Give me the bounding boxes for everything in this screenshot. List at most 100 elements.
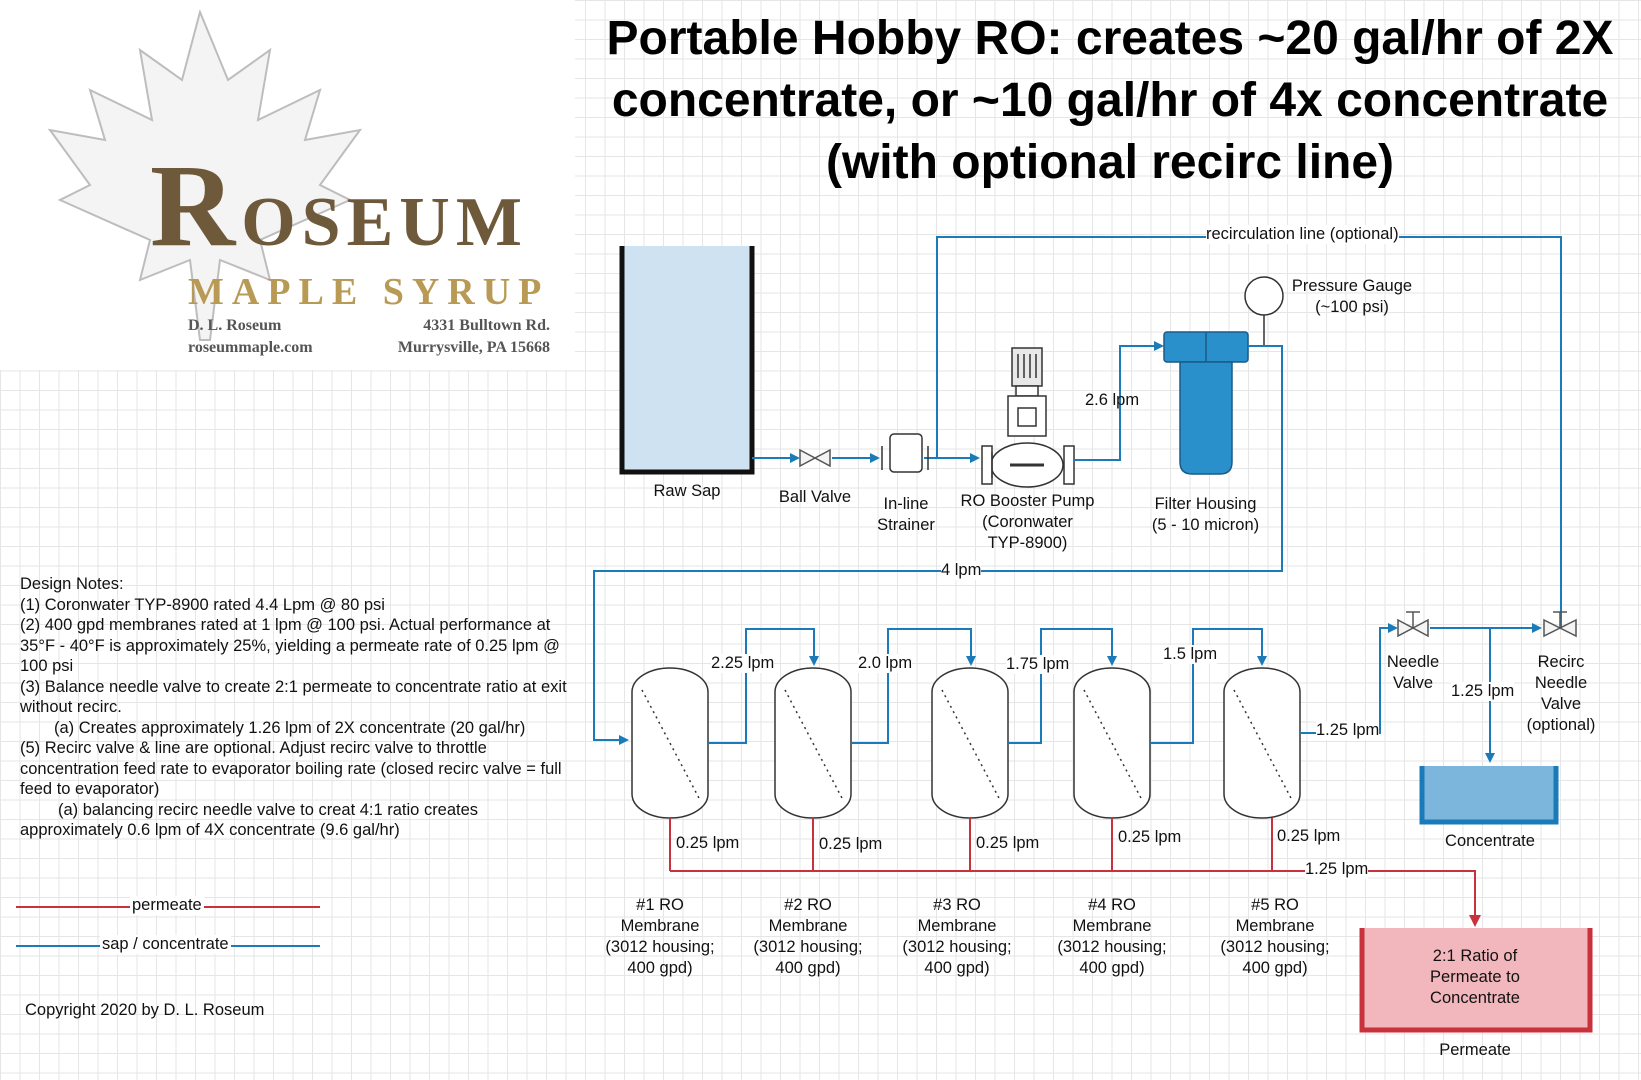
- membrane-5-housing: (3012 housing;: [1220, 938, 1330, 956]
- recirc-line-label: recirculation line (optional): [1206, 225, 1399, 244]
- membrane-2-icon: [774, 667, 852, 819]
- membrane-4-housing: (3012 housing;: [1057, 938, 1167, 956]
- membrane-3-icon: [931, 667, 1009, 819]
- legend-permeate: permeate: [130, 896, 204, 915]
- note-3: (3) Balance needle valve to create 2:1 p…: [20, 677, 567, 717]
- pressure-gauge-icon: [1244, 276, 1284, 347]
- permeate-label: Permeate: [1439, 1041, 1511, 1059]
- membrane-4-label: #4 RO Membrane (3012 housing; 400 gpd): [1052, 895, 1172, 979]
- note-3a: (a) Creates approximately 1.26 lpm of 2X…: [54, 718, 526, 737]
- feed-flow-label: 4 lpm: [941, 561, 982, 580]
- logo-website: roseummaple.com: [188, 339, 313, 356]
- membrane-4-type: Membrane: [1072, 917, 1152, 935]
- permeate-lines: [669, 818, 1481, 927]
- membrane-3-label: #3 RO Membrane (3012 housing; 400 gpd): [897, 895, 1017, 979]
- membrane-1-icon: [631, 667, 709, 819]
- pressure-gauge-label: Pressure Gauge (~100 psi): [1287, 276, 1417, 318]
- pump-label-line3: TYP-8900): [987, 534, 1068, 552]
- notes-heading: Design Notes:: [20, 575, 124, 593]
- membrane-4-rating: 400 gpd): [1079, 959, 1145, 977]
- strainer-label-line1: In-line: [883, 495, 929, 513]
- logo-address: 4331 Bulltown Rd. Murrysville, PA 15668: [370, 315, 550, 359]
- needle-valve-label: Needle Valve: [1373, 652, 1453, 694]
- permeate-flow-5-label: 0.25 lpm: [1277, 827, 1341, 845]
- membrane-1-name: #1 RO: [636, 896, 684, 914]
- booster-pump-icon: [981, 347, 1075, 488]
- logo-address-line2: Murrysville, PA 15668: [397, 339, 550, 356]
- logo-brand-text: ROSEUM: [150, 140, 528, 271]
- membrane-1-housing: (3012 housing;: [605, 938, 715, 956]
- note-5: (5) Recirc valve & line are optional. Ad…: [20, 739, 562, 798]
- logo-brand: ROSEUM: [150, 138, 528, 274]
- raw-sap-label: Raw Sap: [653, 482, 721, 500]
- strainer-icon: [881, 433, 929, 473]
- note-5a: (a) balancing recirc needle valve to cre…: [20, 800, 479, 840]
- logo-subtitle: MAPLE SYRUP: [188, 271, 550, 313]
- copyright: Copyright 2020 by D. L. Roseum: [25, 1001, 265, 1019]
- pump-label-line1: RO Booster Pump: [960, 492, 1095, 510]
- ratio-label-line3: Concentrate: [1430, 989, 1520, 1007]
- recirc-needle-valve-icon: [1543, 611, 1577, 638]
- recirc-valve-label: Recirc Needle Valve (optional): [1516, 652, 1606, 736]
- membrane-3-name: #3 RO: [933, 896, 981, 914]
- note-2: (2) 400 gpd membranes rated at 1 lpm @ 1…: [20, 616, 560, 675]
- pump-flow-label: 2.6 lpm: [1085, 391, 1140, 409]
- legend-sap: sap / concentrate: [100, 935, 231, 954]
- membrane-5-rating: 400 gpd): [1242, 959, 1308, 977]
- filter-housing-icon: [1163, 331, 1249, 475]
- pump-label-line2: (Coronwater: [982, 513, 1073, 531]
- needle-valve-icon: [1397, 611, 1429, 638]
- membrane-5-label: #5 RO Membrane (3012 housing; 400 gpd): [1215, 895, 1335, 979]
- note-1: (1) Coronwater TYP-8900 rated 4.4 Lpm @ …: [20, 595, 385, 614]
- diagram-title: Portable Hobby RO: creates ~20 gal/hr of…: [606, 12, 1614, 189]
- recirc-valve-label-line2: Needle: [1534, 674, 1588, 692]
- ball-valve-icon: [799, 448, 831, 468]
- flow-m3-m4-label: 1.75 lpm: [1006, 655, 1070, 674]
- strainer-label: In-line Strainer: [856, 494, 956, 536]
- pump-label: RO Booster Pump (Coronwater TYP-8900): [945, 491, 1110, 554]
- membrane-3-type: Membrane: [917, 917, 997, 935]
- recirc-valve-label-line3: Valve: [1540, 695, 1582, 713]
- logo-contact: D. L. Roseum roseummaple.com: [188, 315, 313, 359]
- flow-m4-m5-label: 1.5 lpm: [1163, 645, 1218, 664]
- membrane-1-rating: 400 gpd): [627, 959, 693, 977]
- raw-sap-tank: [619, 246, 755, 475]
- recirc-valve-label-line4: (optional): [1526, 716, 1596, 734]
- membrane-5-name: #5 RO: [1251, 896, 1299, 914]
- membrane-4-name: #4 RO: [1088, 896, 1136, 914]
- permeate-flow-4-label: 0.25 lpm: [1118, 828, 1182, 846]
- filter-housing-label-line1: Filter Housing: [1154, 495, 1257, 513]
- ratio-label-line1: 2:1 Ratio of: [1432, 947, 1518, 965]
- membrane-3-housing: (3012 housing;: [902, 938, 1012, 956]
- permeate-flow-2-label: 0.25 lpm: [819, 835, 883, 853]
- logo-owner: D. L. Roseum: [188, 317, 282, 334]
- needle-valve-label-line1: Needle: [1386, 653, 1440, 671]
- membrane-housings: [631, 667, 1301, 819]
- strainer-label-line2: Strainer: [877, 516, 935, 534]
- flow-m2-m3-label: 2.0 lpm: [858, 654, 913, 673]
- membrane-5-type: Membrane: [1235, 917, 1315, 935]
- membrane-4-icon: [1073, 667, 1151, 819]
- membrane-3-rating: 400 gpd): [924, 959, 990, 977]
- recirc-valve-label-line1: Recirc: [1537, 653, 1585, 671]
- membrane-2-housing: (3012 housing;: [753, 938, 863, 956]
- permeate-flow-3-label: 0.25 lpm: [976, 834, 1040, 852]
- design-notes: Design Notes: (1) Coronwater TYP-8900 ra…: [20, 574, 580, 841]
- logo-address-line1: 4331 Bulltown Rd.: [423, 317, 550, 334]
- filter-housing-label: Filter Housing (5 - 10 micron): [1138, 494, 1273, 536]
- membrane-2-name: #2 RO: [784, 896, 832, 914]
- concentrate-flow-label: 1.25 lpm: [1451, 682, 1515, 701]
- membrane-2-type: Membrane: [768, 917, 848, 935]
- membrane-5-icon: [1223, 667, 1301, 819]
- filter-housing-label-line2: (5 - 10 micron): [1151, 516, 1260, 534]
- flow-m5-out-label: 1.25 lpm: [1316, 721, 1380, 740]
- pressure-gauge-label-line1: Pressure Gauge: [1291, 277, 1413, 295]
- concentrate-label: Concentrate: [1445, 832, 1535, 850]
- maple-leaf-icon: [47, 10, 363, 341]
- pump-to-filter-line: [1074, 341, 1164, 461]
- membrane-2-rating: 400 gpd): [775, 959, 841, 977]
- ratio-label-line2: Permeate to: [1430, 968, 1520, 986]
- membrane-1-label: #1 RO Membrane (3012 housing; 400 gpd): [600, 895, 720, 979]
- flow-m1-m2-label: 2.25 lpm: [711, 654, 775, 673]
